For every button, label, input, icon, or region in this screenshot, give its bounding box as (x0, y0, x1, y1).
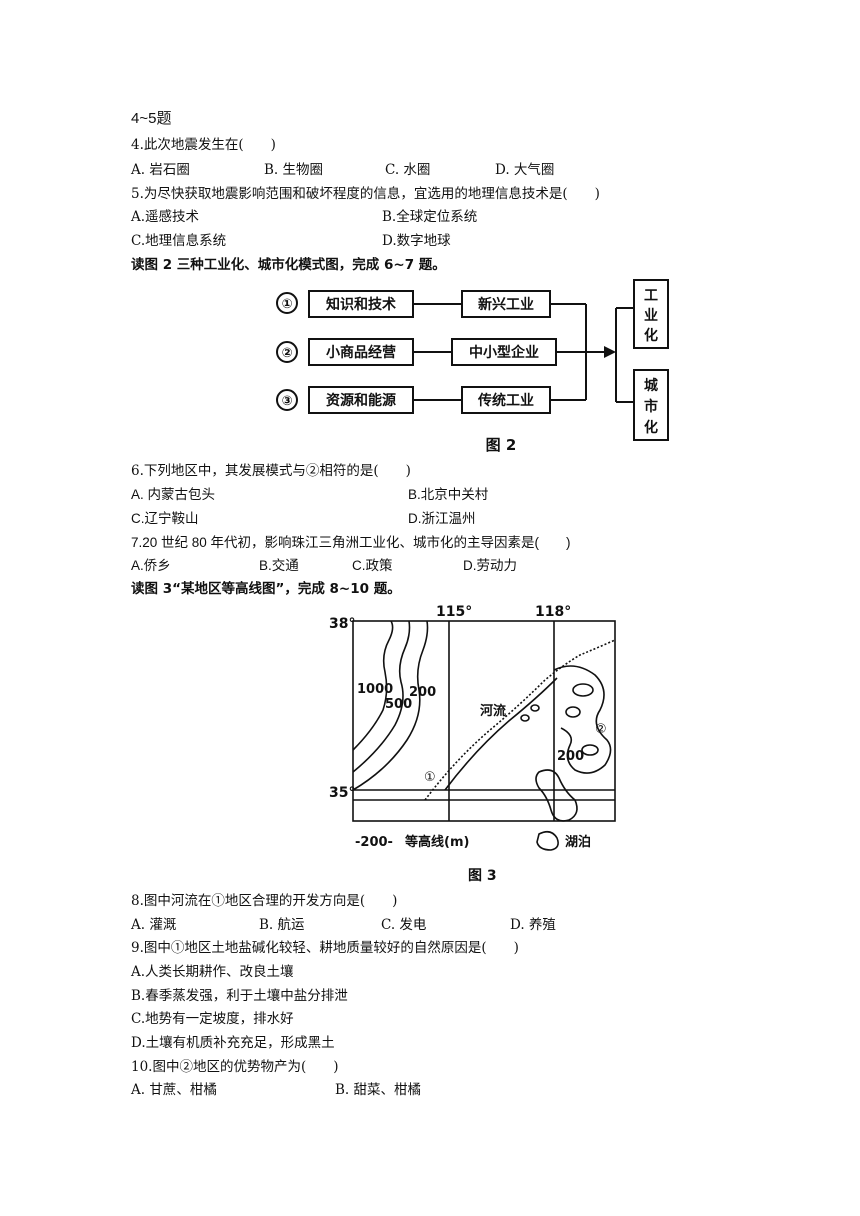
q7-stem: 7.20 世纪 80 年代初，影响珠江三角洲工业化、城市化的主导因素是( ) (131, 535, 571, 550)
fig3-label-200-east: 200 (557, 749, 584, 764)
q9-option-c: C.地势有一定坡度，排水好 (131, 1011, 294, 1027)
q7-option-c: C.政策 (352, 558, 393, 573)
fig3-marker-2: ② (595, 722, 607, 737)
q7-option-b: B.交通 (259, 558, 299, 573)
q9-stem: 9.图中①地区土地盐碱化较轻、耕地质量较好的自然原因是( ) (131, 940, 519, 956)
section-header: 4~5题 (131, 110, 172, 127)
fig3-lon-115: 115° (436, 604, 472, 620)
q5-stem: 5.为尽快获取地震影响范围和破坏程度的信息，宜选用的地理信息技术是( ) (131, 186, 600, 202)
fig3-caption: 图 3 (468, 868, 497, 884)
fig3-label-1000: 1000 (357, 682, 393, 697)
fig3-marker-1: ① (424, 770, 436, 785)
q4-option-b: B. 生物圈 (264, 162, 324, 178)
q10-option-b: B. 甜菜、柑橘 (335, 1082, 422, 1098)
fig3-label-500: 500 (385, 697, 412, 712)
q8-option-d: D. 养殖 (510, 917, 556, 933)
figure3-contour-map: 115° 118° 38° 35° 1000 200 500 200 (329, 604, 616, 884)
q9-option-d: D.土壤有机质补充充足，形成黑土 (131, 1035, 335, 1051)
fig3-legend-contour: -200- (355, 835, 393, 850)
figure3-intro: 读图 3“某地区等高线图”，完成 8~10 题。 (131, 581, 401, 597)
fig3-label-200-west: 200 (409, 685, 436, 700)
fig2-num-2: ② (281, 346, 292, 361)
fig2-circle-1 (276, 292, 298, 314)
fig3-lat-35: 35° (329, 785, 355, 801)
fig3-contour-east (553, 665, 612, 774)
fig2-circle-3 (276, 389, 298, 411)
q5-option-b: B.全球定位系统 (382, 209, 478, 225)
fig3-river (424, 639, 616, 801)
fig3-label-river: 河流 (480, 703, 506, 719)
fig3-lake (535, 769, 578, 822)
fig2-arrow-head (604, 346, 616, 358)
fig2-num-1: ① (281, 297, 292, 312)
q6-option-b: B.北京中关村 (408, 487, 489, 502)
fig2-mid-2: 中小型企业 (469, 344, 539, 361)
q5-option-a: A.遥感技术 (131, 209, 200, 225)
q5-option-d: D.数字地球 (382, 233, 451, 249)
fig2-right1-char1: 工 (644, 288, 658, 304)
q4-option-c: C. 水圈 (385, 162, 431, 178)
fig3-legend-lake: 湖泊 (565, 834, 591, 850)
q8-option-a: A. 灌溉 (131, 917, 177, 933)
fig2-right2-char2: 市 (644, 398, 658, 415)
fig2-right1-char2: 业 (644, 308, 658, 324)
q8-option-c: C. 发电 (381, 917, 427, 933)
q7-option-d: D.劳动力 (463, 558, 517, 573)
fig3-legend-contour-text: 等高线(m) (404, 834, 469, 850)
fig3-legend-lake-icon (536, 830, 559, 851)
fig2-box-industrialization (633, 279, 669, 349)
fig3-river-bank (444, 677, 558, 791)
fig3-lon-118: 118° (535, 604, 571, 620)
q10-stem: 10.图中②地区的优势物产为( ) (131, 1059, 339, 1075)
fig2-caption: 图 2 (486, 436, 517, 454)
fig2-mid-3: 传统工业 (477, 392, 534, 409)
q8-option-b: B. 航运 (259, 917, 305, 933)
fig2-left-1: 知识和技术 (326, 296, 396, 313)
q5-option-c: C.地理信息系统 (131, 233, 227, 249)
q6-option-c: C.辽宁鞍山 (131, 511, 199, 526)
fig2-right2-char3: 化 (644, 419, 658, 436)
fig3-lat-38: 38° (329, 616, 355, 632)
fig2-left-3: 资源和能源 (326, 392, 396, 409)
fig2-num-3: ③ (281, 394, 292, 409)
q4-stem: 4.此次地震发生在( ) (131, 137, 276, 153)
figure2-intro: 读图 2 三种工业化、城市化模式图，完成 6~7 题。 (131, 257, 446, 273)
fig3-contour-500 (352, 620, 411, 773)
fig3-contour-1000 (352, 620, 394, 751)
fig2-left-2: 小商品经营 (326, 344, 396, 361)
fig3-contour-200 (352, 620, 429, 791)
q6-stem: 6.下列地区中，其发展模式与②相符的是( ) (131, 463, 411, 479)
q9-option-b: B.春季蒸发强，利于土壤中盐分排泄 (131, 988, 348, 1004)
figure2-diagram: ① ② ③ 知识和技术 小商品经营 资源和能源 新兴工业 中小型企业 传统工业 … (276, 279, 669, 454)
q6-option-a: A. 内蒙古包头 (131, 487, 216, 502)
q6-option-d: D.浙江温州 (408, 511, 476, 526)
q10-option-a: A. 甘蔗、柑橘 (131, 1082, 217, 1098)
q7-option-a: A.侨乡 (131, 558, 171, 573)
fig2-box-urbanization (633, 369, 669, 441)
fig2-right2-char1: 城 (644, 377, 658, 394)
fig2-right1-char3: 化 (644, 327, 658, 344)
q4-option-a: A. 岩石圈 (131, 162, 190, 178)
fig2-circle-2 (276, 341, 298, 363)
q9-option-a: A.人类长期耕作、改良土壤 (131, 964, 294, 980)
q8-stem: 8.图中河流在①地区合理的开发方向是( ) (131, 893, 398, 909)
fig3-frame (352, 620, 616, 822)
fig2-mid-1: 新兴工业 (478, 296, 534, 313)
q4-option-d: D. 大气圈 (495, 162, 555, 178)
